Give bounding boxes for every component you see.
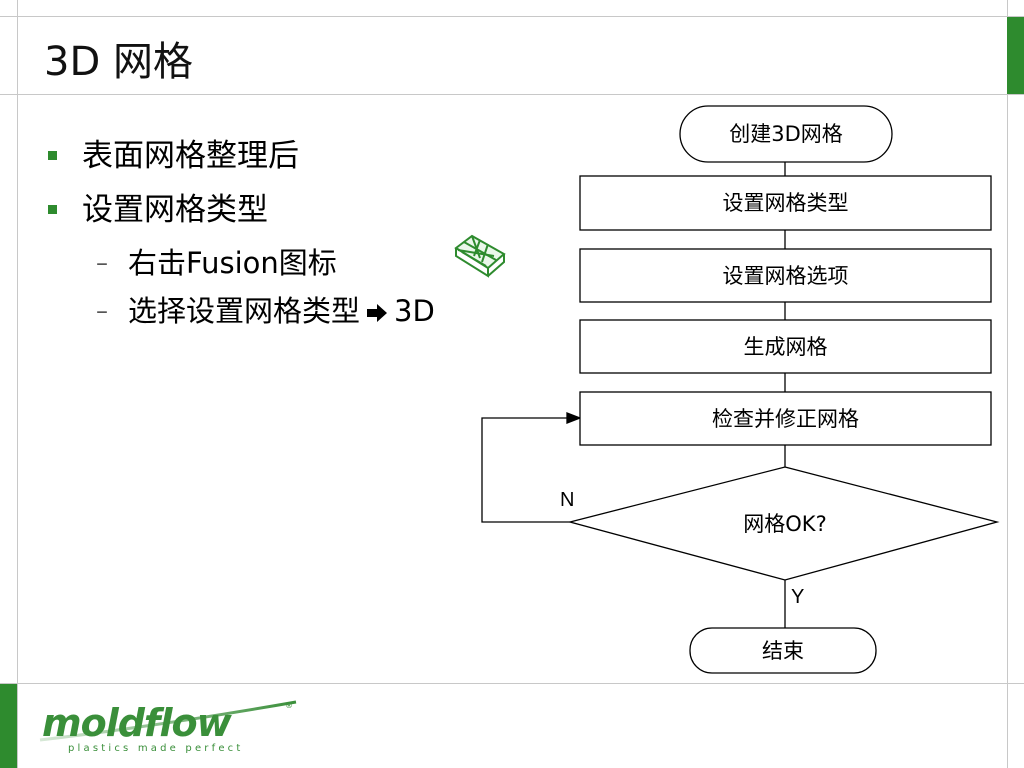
right-border-line: [1007, 0, 1008, 768]
right-arrow-icon: [367, 304, 388, 322]
sub-bullet-text-after: 3D: [394, 294, 435, 328]
bullet-text: 设置网格类型: [82, 192, 268, 228]
footer-accent-bar: [0, 684, 17, 768]
bullet-item: 设置网格类型: [44, 188, 514, 242]
step-label: 设置网格类型: [722, 191, 849, 215]
process-box: [579, 175, 992, 231]
logo-trademark: ®: [285, 701, 293, 710]
top-border-line: [0, 16, 1024, 17]
sub-bullet-text: 右击Fusion图标: [128, 246, 337, 280]
sub-bullet-text-before: 选择设置网格类型: [128, 294, 361, 328]
header-accent-bar: [1007, 17, 1024, 94]
left-border-line: [17, 0, 18, 768]
sub-bullet-item: – 选择设置网格类型 3D: [44, 290, 514, 338]
sub-bullet-dash: –: [96, 249, 108, 277]
end-terminator: [689, 627, 877, 674]
moldflow-logo: moldflow ® plastics made perfect: [39, 700, 297, 754]
step-label: 设置网格选项: [722, 264, 849, 288]
process-box: [579, 319, 992, 374]
logo-tagline: plastics made perfect: [68, 743, 244, 754]
no-branch-label: N: [560, 489, 575, 511]
bullet-list: 表面网格整理后 设置网格类型 – 右击Fusion图标 – 选择设置网格类型 3D: [44, 134, 514, 338]
sub-bullet-dash: –: [96, 297, 108, 325]
footer-top-line: [0, 683, 1024, 684]
bullet-text: 表面网格整理后: [82, 138, 299, 174]
slide-title: 3D 网格: [44, 39, 193, 85]
logo-wordmark: moldflow: [42, 701, 233, 745]
loop-arrowhead: [566, 412, 582, 424]
bullet-item: 表面网格整理后: [44, 134, 514, 188]
start-label: 创建3D网格: [729, 122, 843, 146]
step-label: 检查并修正网格: [712, 407, 859, 431]
sub-bullet-text: 选择设置网格类型 3D: [128, 290, 435, 332]
bullet-square-icon: [48, 151, 57, 160]
process-box: [579, 391, 992, 446]
loop-back-line: [481, 417, 570, 523]
yes-branch-label: Y: [791, 586, 805, 608]
sub-bullet-item: – 右击Fusion图标: [44, 242, 514, 290]
step-label: 生成网格: [743, 335, 828, 359]
start-terminator: [679, 105, 893, 163]
decision-label: 网格OK?: [743, 512, 827, 536]
fusion-mesh-icon: [454, 234, 506, 278]
decision-diamond: [567, 466, 1000, 581]
bullet-square-icon: [48, 205, 57, 214]
header-bottom-line: [0, 94, 1024, 95]
end-label: 结束: [762, 639, 804, 663]
process-box: [579, 248, 992, 303]
